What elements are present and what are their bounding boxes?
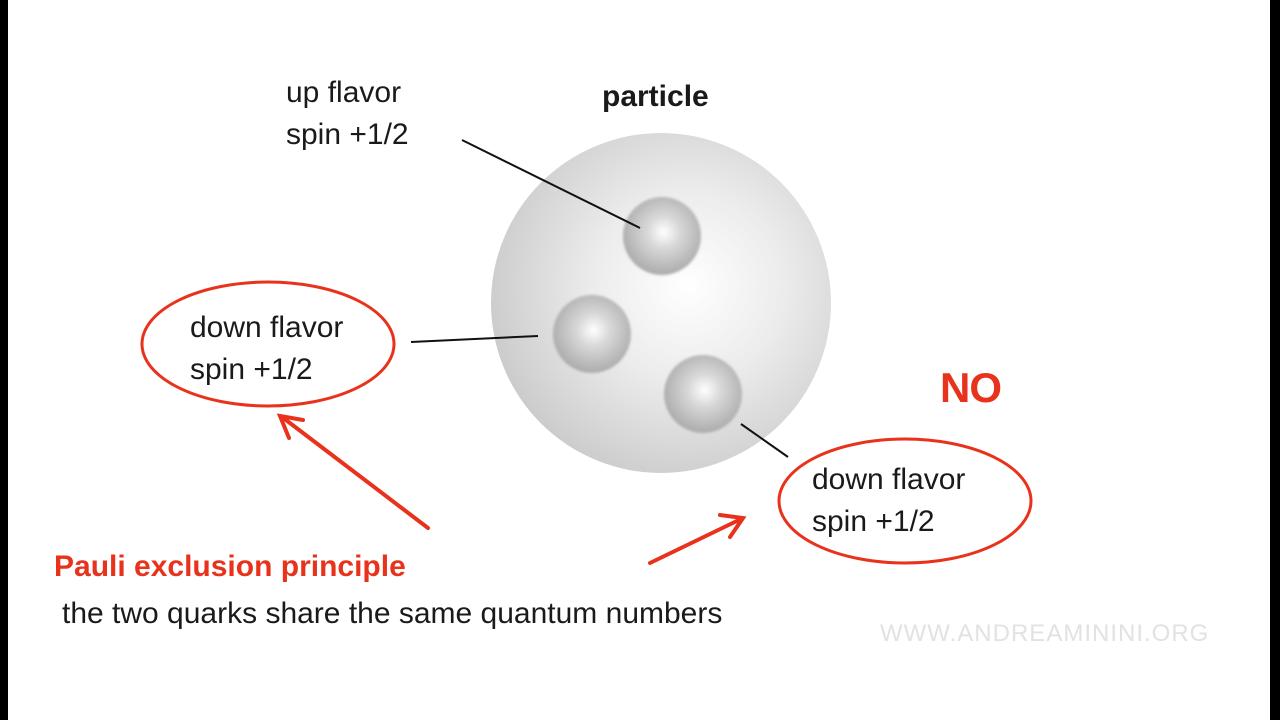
- quark-flavor: up flavor: [286, 76, 402, 109]
- particle-sphere: [491, 133, 831, 473]
- particle-title: particle: [602, 80, 709, 113]
- leader-line-down-1: [410, 335, 539, 343]
- site-watermark: WWW.ANDREAMININI.ORG: [880, 620, 1210, 647]
- quark-down-2: [664, 355, 742, 433]
- highlight-ellipse-left: [140, 280, 396, 408]
- highlight-ellipse-right: [777, 437, 1033, 565]
- leader-line-up: [461, 139, 641, 229]
- quark-label-up: up flavor spin +1/2: [286, 72, 409, 156]
- quark-label-down-right: down flavor spin +1/2: [812, 459, 965, 543]
- pauli-principle-text: the two quarks share the same quantum nu…: [62, 597, 723, 630]
- pauli-principle-title: Pauli exclusion principle: [54, 550, 406, 583]
- arrow-to-right-label: [648, 513, 747, 565]
- quark-label-down-left: down flavor spin +1/2: [190, 307, 343, 391]
- arrow-to-left-label: [276, 413, 430, 530]
- quark-spin: spin +1/2: [812, 505, 935, 538]
- leader-line-down-2: [740, 423, 789, 458]
- quark-spin: spin +1/2: [190, 353, 313, 386]
- quark-flavor: down flavor: [812, 463, 966, 496]
- quark-flavor: down flavor: [190, 311, 344, 344]
- verdict-no-label: NO: [940, 364, 1002, 411]
- quark-down-1: [553, 295, 631, 373]
- quark-spin: spin +1/2: [286, 118, 409, 151]
- quark-up: [623, 197, 701, 275]
